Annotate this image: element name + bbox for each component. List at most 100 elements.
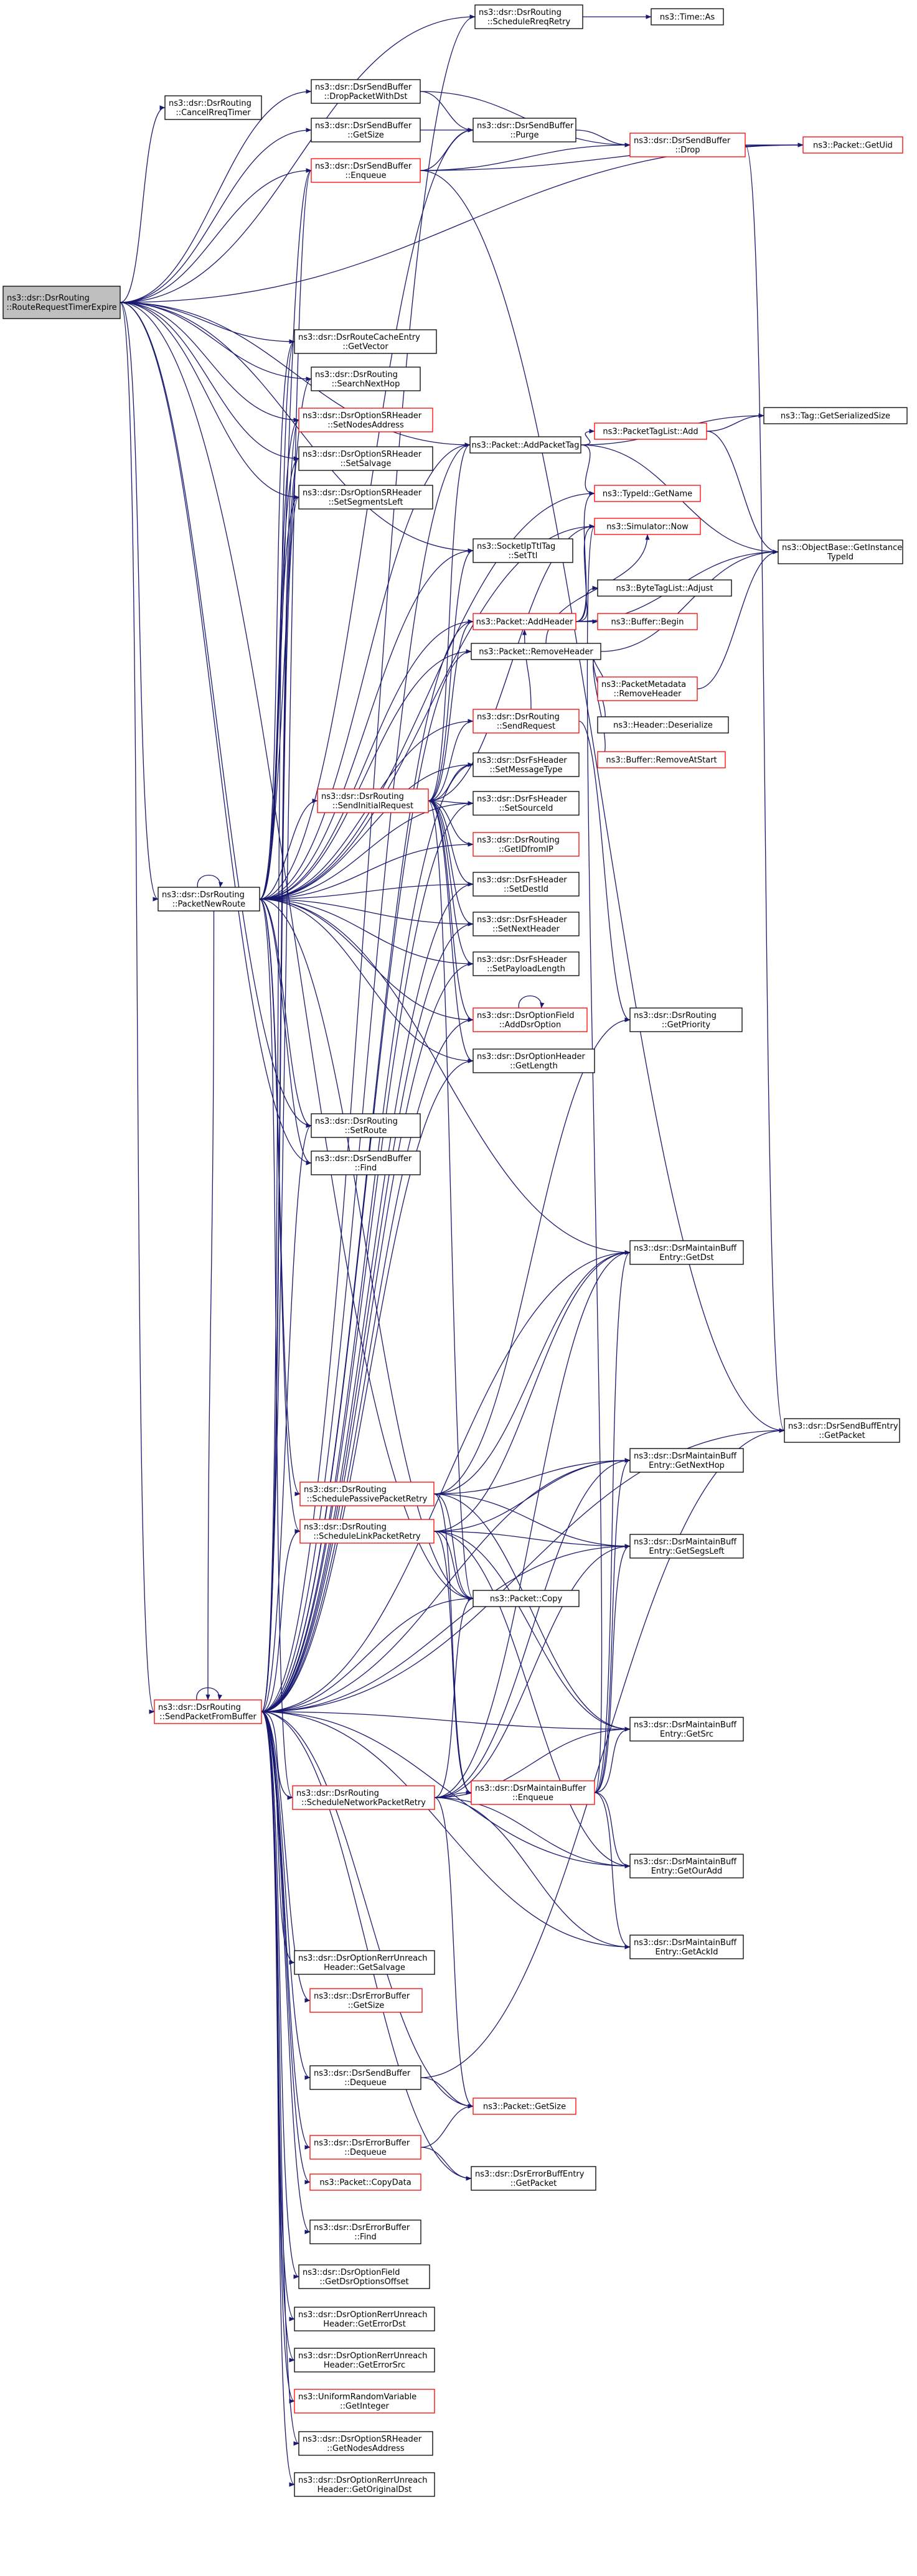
node-box[interactable] [309,2173,421,2191]
node-box[interactable] [473,791,580,816]
node-box[interactable] [294,2307,435,2331]
node-dsr-dsroptionrerrunreachheader-getsalvage[interactable]: ns3::dsr::DsrOptionRerrUnreachHeader::Ge… [294,1950,435,1975]
node-box[interactable] [158,887,260,912]
node-box[interactable] [629,1854,744,1878]
node-dsr-dsrrouting-schedulelinkpacketretry[interactable]: ns3::dsr::DsrRouting::ScheduleLinkPacket… [299,1519,435,1544]
node-packet-getuid[interactable]: ns3::Packet::GetUid [802,136,903,154]
node-box[interactable] [164,95,262,120]
node-packettaglist-add[interactable]: ns3::PacketTagList::Add [594,422,707,440]
node-dsr-dsrerrorbuffer-dequeue[interactable]: ns3::dsr::DsrErrorBuffer::Dequeue [309,2135,421,2160]
node-box[interactable] [473,613,576,630]
node-dsr-dsrrouting-getidfromip[interactable]: ns3::dsr::DsrRouting::GetIDfromIP [473,832,580,857]
node-dsr-dsrmaintainbuffer-enqueue[interactable]: ns3::dsr::DsrMaintainBuffer::Enqueue [471,1780,595,1805]
node-socketipttltag-setttl[interactable]: ns3::SocketIpTtlTag::SetTtl [473,538,573,563]
node-box[interactable] [474,4,583,29]
node-dsr-dsrmaintainbuffentry-getnexthop[interactable]: ns3::dsr::DsrMaintainBuffEntry::GetNextH… [629,1448,744,1473]
node-box[interactable] [651,8,724,26]
node-dsr-dsrrouting-cancelrreqtimer[interactable]: ns3::dsr::DsrRouting::CancelRreqTimer [164,95,262,120]
node-buffer-removeatstart[interactable]: ns3::Buffer::RemoveAtStart [597,751,726,768]
node-bytetaglist-adjust[interactable]: ns3::ByteTagList::Adjust [597,579,732,597]
node-dsr-dsrsendbuffer-enqueue[interactable]: ns3::dsr::DsrSendBuffer::Enqueue [311,158,421,183]
node-dsr-dsrsendbuffer-find[interactable]: ns3::dsr::DsrSendBuffer::Find [311,1150,421,1175]
node-box[interactable] [629,1240,744,1265]
node-dsr-dsrsendbuffer-purge[interactable]: ns3::dsr::DsrSendBuffer::Purge [473,118,576,142]
node-packet-copy[interactable]: ns3::Packet::Copy [473,1590,580,1607]
node-dsr-dsrerrorbuffer-find[interactable]: ns3::dsr::DsrErrorBuffer::Find [309,2219,421,2244]
node-dsr-dsrrouting-routerequesttimerexpire[interactable]: ns3::dsr::DsrRouting::RouteRequestTimerE… [2,286,121,319]
node-box[interactable] [597,716,729,734]
node-dsr-dsrrouting-sendrequest[interactable]: ns3::dsr::DsrRouting::SendRequest [473,709,580,734]
node-box[interactable] [473,832,580,857]
node-tag-getserializedsize[interactable]: ns3::Tag::GetSerializedSize [763,407,908,424]
node-box[interactable] [473,951,580,976]
node-box[interactable] [298,446,433,471]
node-dsr-dsroptionrerrunreachheader-getoriginaldst[interactable]: ns3::dsr::DsrOptionRerrUnreachHeader::Ge… [294,2472,435,2497]
node-box[interactable] [309,2219,421,2244]
node-dsr-dsrrouting-getpriority[interactable]: ns3::dsr::DsrRouting::GetPriority [629,1007,743,1032]
node-box[interactable] [471,2166,596,2191]
node-dsr-dsroptionfield-getdsroptionsoffset[interactable]: ns3::dsr::DsrOptionField::GetDsrOptionsO… [298,2264,430,2289]
node-box[interactable] [309,2135,421,2160]
node-box[interactable] [473,118,576,142]
node-dsr-dsrrouting-sendinitialrequest[interactable]: ns3::dsr::DsrRouting::SendInitialRequest [317,788,429,813]
node-dsr-dsrrouting-searchnexthop[interactable]: ns3::dsr::DsrRouting::SearchNextHop [311,366,421,391]
node-packet-addheader[interactable]: ns3::Packet::AddHeader [473,613,576,630]
node-box[interactable] [629,1007,743,1032]
node-box[interactable] [597,613,698,630]
node-box[interactable] [311,118,421,142]
node-box[interactable] [294,329,437,354]
node-simulator-now[interactable]: ns3::Simulator::Now [594,518,701,535]
node-typeid-getname[interactable]: ns3::TypeId::GetName [594,485,701,502]
node-box[interactable] [298,408,433,432]
node-box[interactable] [317,788,429,813]
node-box[interactable] [294,2472,435,2497]
node-box[interactable] [298,2431,433,2456]
node-dsr-dsroptionsrheader-getnodesaddress[interactable]: ns3::dsr::DsrOptionSRHeader::GetNodesAdd… [298,2431,433,2456]
node-time-as[interactable]: ns3::Time::As [651,8,724,26]
node-dsr-dsroptionrerrunreachheader-geterrordst[interactable]: ns3::dsr::DsrOptionRerrUnreachHeader::Ge… [294,2307,435,2331]
node-dsr-dsrfsheader-setsourceid[interactable]: ns3::dsr::DsrFsHeader::SetSourceId [473,791,580,816]
node-box[interactable] [471,1780,595,1805]
node-box[interactable] [471,643,601,660]
node-dsr-dsrroutecacheentry-getvector[interactable]: ns3::dsr::DsrRouteCacheEntry::GetVector [294,329,437,354]
node-dsr-dsrsendbuffer-drop[interactable]: ns3::dsr::DsrSendBuffer::Drop [629,133,746,157]
node-dsr-dsrerrorbuffer-getsize[interactable]: ns3::dsr::DsrErrorBuffer::GetSize [309,1988,423,2013]
node-box[interactable] [292,1785,435,1810]
node-dsr-dsrrouting-packetnewroute[interactable]: ns3::dsr::DsrRouting::PacketNewRoute [158,887,260,912]
node-box[interactable] [629,1448,744,1473]
node-dsr-dsrfsheader-setpayloadlength[interactable]: ns3::dsr::DsrFsHeader::SetPayloadLength [473,951,580,976]
node-packet-removeheader[interactable]: ns3::Packet::RemoveHeader [471,643,601,660]
node-box[interactable] [597,676,698,701]
node-dsr-dsroptionrerrunreachheader-geterrorsrc[interactable]: ns3::dsr::DsrOptionRerrUnreachHeader::Ge… [294,2348,435,2373]
node-box[interactable] [311,1113,421,1138]
node-box[interactable] [309,1988,423,2013]
node-box[interactable] [784,1418,900,1443]
node-header-deserialize[interactable]: ns3::Header::Deserialize [597,716,729,734]
node-dsr-dsrrouting-setroute[interactable]: ns3::dsr::DsrRouting::SetRoute [311,1113,421,1138]
node-dsr-dsrrouting-sendpacketfrombuffer[interactable]: ns3::dsr::DsrRouting::SendPacketFromBuff… [154,1699,262,1724]
node-packet-copydata[interactable]: ns3::Packet::CopyData [309,2173,421,2191]
node-dsr-dsrsendbuffer-getsize[interactable]: ns3::dsr::DsrSendBuffer::GetSize [311,118,421,142]
node-dsr-dsrfsheader-setdestid[interactable]: ns3::dsr::DsrFsHeader::SetDestId [473,872,580,897]
node-box[interactable] [473,1048,595,1073]
node-packet-getsize[interactable]: ns3::Packet::GetSize [473,2098,576,2115]
node-box[interactable] [629,1717,744,1742]
node-uniformrandomvariable-getinteger[interactable]: ns3::UniformRandomVariable::GetInteger [294,2389,435,2414]
node-dsr-dsrsendbuffentry-getpacket[interactable]: ns3::dsr::DsrSendBuffEntry::GetPacket [784,1418,900,1443]
node-dsr-dsrerrorbuffentry-getpacket[interactable]: ns3::dsr::DsrErrorBuffEntry::GetPacket [471,2166,596,2191]
node-dsr-dsrrouting-schedulenetworkpacketretry[interactable]: ns3::dsr::DsrRouting::ScheduleNetworkPac… [292,1785,435,1810]
node-box[interactable] [294,2389,435,2414]
node-packet-addpackettag[interactable]: ns3::Packet::AddPacketTag [469,436,581,454]
node-box[interactable] [629,1534,744,1559]
node-box[interactable] [594,422,707,440]
node-box[interactable] [597,751,726,768]
node-dsr-dsroptionsrheader-setnodesaddress[interactable]: ns3::dsr::DsrOptionSRHeader::SetNodesAdd… [298,408,433,432]
node-box[interactable] [473,538,573,563]
node-box[interactable] [594,485,701,502]
node-box[interactable] [594,518,701,535]
node-box[interactable] [629,133,746,157]
node-box[interactable] [763,407,908,424]
